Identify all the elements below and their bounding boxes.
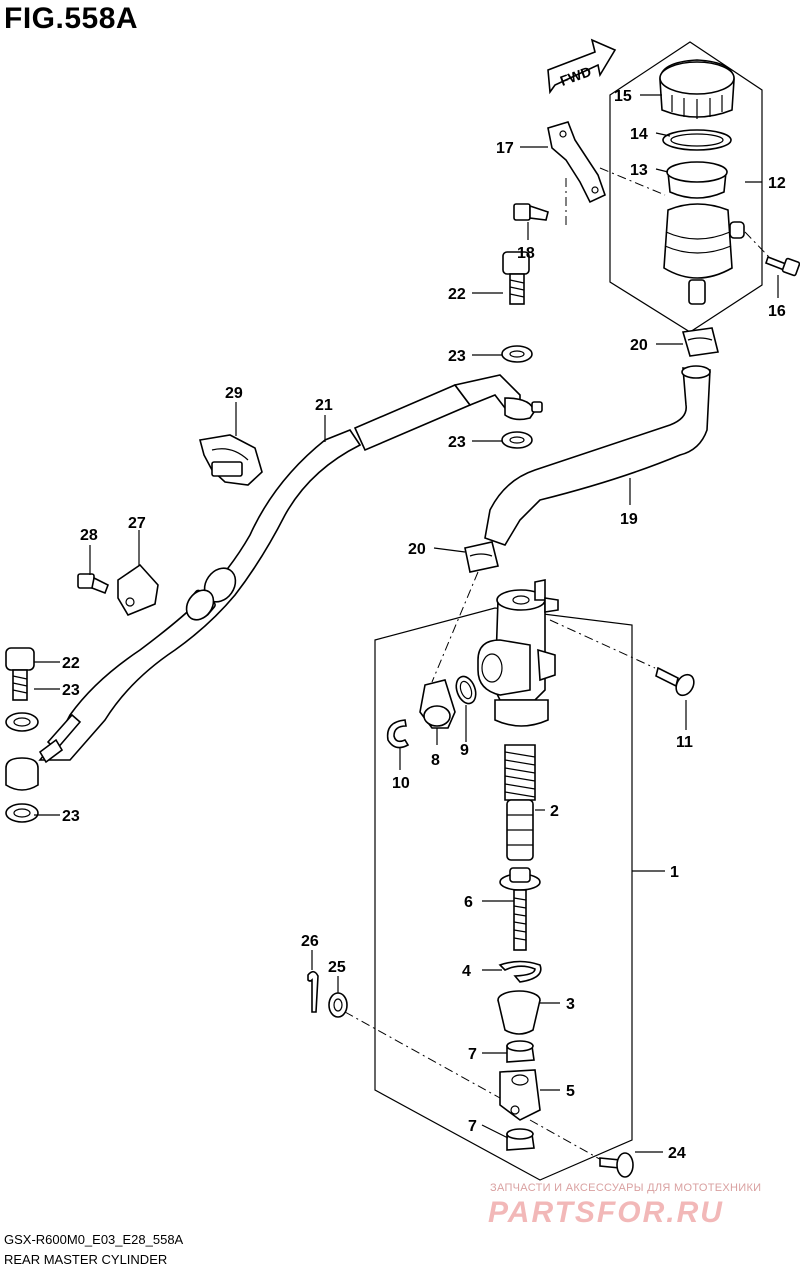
washer-lower-1 [5, 712, 39, 732]
clevis-pin [599, 1152, 634, 1178]
reservoir-screw [765, 255, 800, 277]
union-bolt-lower [5, 647, 35, 701]
piston-set [504, 744, 536, 861]
callout-1: 1 [670, 864, 679, 881]
mounting-screw [655, 666, 695, 697]
callout-20-upper: 20 [630, 337, 648, 354]
callout-labels: 15 14 13 12 16 17 18 22 23 23 20 19 21 2… [62, 88, 786, 1162]
washer-upper-1 [501, 345, 533, 363]
diaphragm [666, 161, 728, 199]
callout-26: 26 [301, 933, 319, 950]
bracket-bolt-lower [77, 573, 110, 595]
callout-5: 5 [566, 1083, 575, 1100]
o-ring [455, 675, 477, 705]
callout-23-upper-2: 23 [448, 434, 466, 451]
rod-circlip [498, 960, 542, 983]
callout-21: 21 [315, 397, 333, 414]
callout-18: 18 [517, 245, 535, 262]
callout-9: 9 [460, 742, 469, 759]
callout-22-lower: 22 [62, 655, 80, 672]
figure-code: GSX-R600M0_E03_E28_558A [4, 1232, 184, 1247]
clevis [499, 1069, 541, 1121]
union-bolt-upper [502, 251, 530, 305]
callout-15: 15 [614, 88, 632, 105]
callout-8: 8 [431, 752, 440, 769]
washer-upper-2 [501, 431, 533, 449]
callout-23-upper-1: 23 [448, 348, 466, 365]
callout-10: 10 [392, 775, 410, 792]
dust-boot [497, 990, 541, 1035]
reservoir-cap [659, 59, 735, 119]
leader-lines [34, 94, 779, 1153]
master-cylinder-body [477, 579, 559, 727]
callout-14: 14 [630, 126, 648, 143]
figure-title: FIG.558A [4, 2, 139, 35]
hose-guide-bracket [117, 563, 159, 617]
callout-25: 25 [328, 959, 346, 976]
callout-19: 19 [620, 511, 638, 528]
hose-clamp [199, 434, 263, 486]
callout-6: 6 [464, 894, 473, 911]
watermark-tagline: ЗАПЧАСТИ И АКСЕССУАРЫ ДЛЯ МОТОТЕХНИКИ [490, 1182, 762, 1194]
figure-name: REAR MASTER CYLINDER [4, 1252, 168, 1267]
callout-4: 4 [462, 963, 471, 980]
rear-brake-hose [38, 374, 543, 764]
callout-7-upper: 7 [468, 1046, 477, 1063]
master-cylinder-group-frame [374, 607, 633, 1181]
fwd-arrow-icon: FWD [547, 38, 617, 95]
bracket-bolt [513, 203, 549, 221]
connector-circlip [386, 719, 410, 749]
cotter-pin [307, 970, 319, 1013]
hose-clip-upper [681, 327, 719, 357]
callout-24: 24 [668, 1145, 686, 1162]
callout-11: 11 [676, 734, 693, 751]
lock-nut-lower [506, 1128, 535, 1151]
callout-16: 16 [768, 303, 786, 320]
callout-20-lower: 20 [408, 541, 426, 558]
callout-23-lower-1: 23 [62, 682, 80, 699]
callout-23-lower-2: 23 [62, 808, 80, 825]
reservoir-bracket [547, 121, 606, 204]
reservoir-hose [484, 365, 711, 546]
hose-connector [419, 679, 456, 729]
callout-13: 13 [630, 162, 648, 179]
lock-nut-upper [506, 1040, 535, 1063]
callout-28: 28 [80, 527, 98, 544]
washer-lower-2 [5, 803, 39, 823]
callout-29: 29 [225, 385, 243, 402]
callout-2: 2 [550, 803, 559, 820]
pin-washer [328, 992, 348, 1018]
diaphragm-plate [662, 129, 732, 151]
watermark-brand: PARTSFOR.RU [488, 1196, 724, 1229]
push-rod [499, 867, 541, 951]
callout-22-upper: 22 [448, 286, 466, 303]
callout-17: 17 [496, 140, 514, 157]
banjo-fitting [5, 757, 39, 791]
hose-clip-lower [464, 541, 499, 573]
callout-7-lower: 7 [468, 1118, 477, 1135]
callout-12: 12 [768, 175, 786, 192]
callout-3: 3 [566, 996, 575, 1013]
reservoir-body [663, 203, 745, 305]
reservoir-group-frame [609, 41, 763, 333]
callout-27: 27 [128, 515, 146, 532]
